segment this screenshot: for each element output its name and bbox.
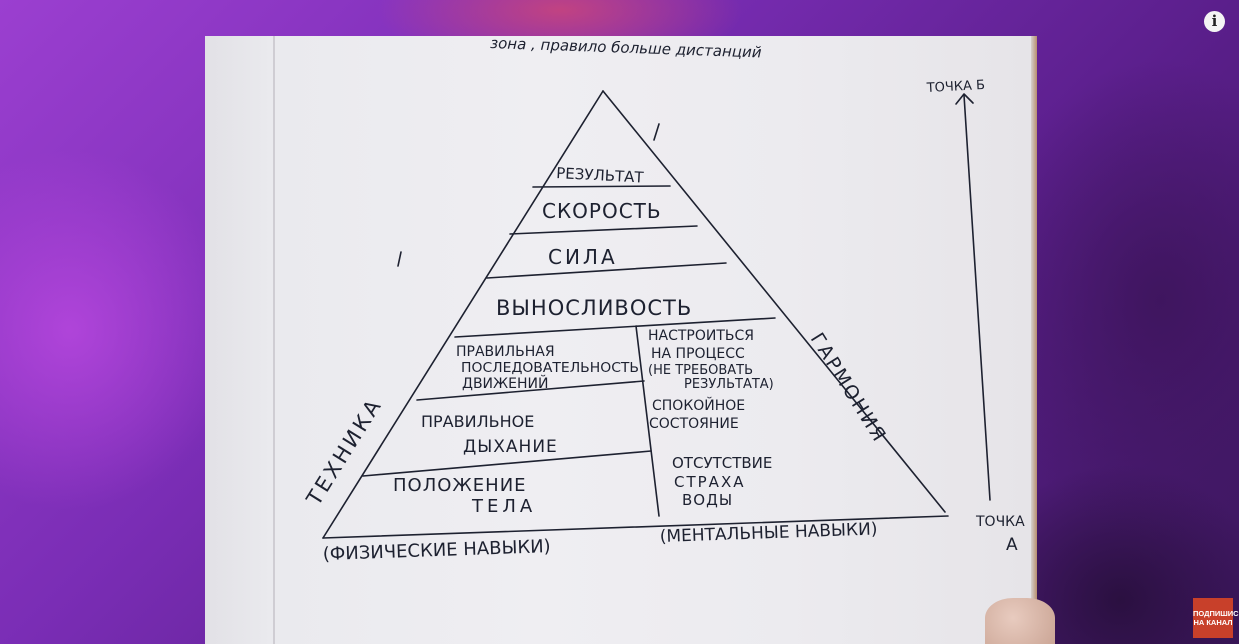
axis-arrow-head xyxy=(955,93,974,105)
subscribe-line-2: НА КАНАЛ xyxy=(1193,618,1233,627)
level-result: РЕЗУЛЬТАТ xyxy=(556,164,645,187)
side-label-technique: ТЕХНИКА xyxy=(301,393,387,510)
tune-line-3: (НЕ ТРЕБОВАТЬ xyxy=(648,363,753,378)
axis-bottom-label: ТОЧКА xyxy=(975,514,1025,530)
footer-mental: (МЕНТАЛЬНЫЕ НАВЫКИ) xyxy=(659,519,877,547)
fear-line-3: ВОДЫ xyxy=(682,491,733,509)
tune-line-4: РЕЗУЛЬТАТА) xyxy=(684,377,774,392)
level-strength: СИЛА xyxy=(548,245,618,269)
top-note: зона , правило больше дистанций xyxy=(490,34,762,61)
side-label-harmony: ГАРМОНИЯ xyxy=(806,329,891,447)
calm-line-1: СПОКОЙНОЕ xyxy=(652,396,745,414)
divider-result xyxy=(532,185,671,188)
subscribe-badge[interactable]: ПОДПИШИСЬ НА КАНАЛ xyxy=(1193,598,1239,638)
tune-line-2: НА ПРОЦЕСС xyxy=(651,346,745,362)
footer-physical: (ФИЗИЧЕСКИЕ НАВЫКИ) xyxy=(322,536,551,565)
hand-holding-notebook xyxy=(985,598,1055,644)
breathing-line-1: ПРАВИЛЬНОЕ xyxy=(421,412,534,431)
pyramid-left-edge xyxy=(322,90,604,539)
axis-line xyxy=(963,94,991,501)
axis-top-label: ТОЧКА Б xyxy=(925,78,985,96)
fear-line-1: ОТСУТСТВИЕ xyxy=(672,454,772,472)
divider-endurance xyxy=(454,317,776,338)
body-line-1: ПОЛОЖЕНИЕ xyxy=(393,475,527,496)
divider-strength xyxy=(486,262,727,279)
notebook-page xyxy=(205,36,1037,644)
info-icon[interactable]: i xyxy=(1204,11,1225,32)
divider-vertical xyxy=(635,325,660,517)
page-edge xyxy=(1031,36,1037,644)
divider-left-1 xyxy=(416,380,645,401)
pyramid-right-edge xyxy=(602,90,946,513)
page-fold xyxy=(273,36,275,644)
divider-left-2 xyxy=(362,450,652,477)
calm-line-2: СОСТОЯНИЕ xyxy=(649,416,739,432)
axis-bottom-letter: А xyxy=(1006,535,1018,555)
movement-line-3: ДВИЖЕНИЙ xyxy=(462,374,548,392)
breathing-line-2: ДЫХАНИЕ xyxy=(463,437,558,457)
subscribe-line-1: ПОДПИШИСЬ xyxy=(1193,609,1239,618)
tune-line-1: НАСТРОИТЬСЯ xyxy=(648,328,754,344)
body-line-2: ТЕЛА xyxy=(471,496,536,517)
fear-line-2: СТРАХА xyxy=(674,473,745,491)
movement-line-1: ПРАВИЛЬНАЯ xyxy=(456,344,555,360)
pyramid-base xyxy=(322,515,949,539)
divider-speed xyxy=(509,225,698,235)
level-speed: СКОРОСТЬ xyxy=(542,199,662,223)
movement-line-2: ПОСЛЕДОВАТЕЛЬНОСТЬ xyxy=(461,361,639,376)
level-endurance: ВЫНОСЛИВОСТЬ xyxy=(496,296,692,320)
